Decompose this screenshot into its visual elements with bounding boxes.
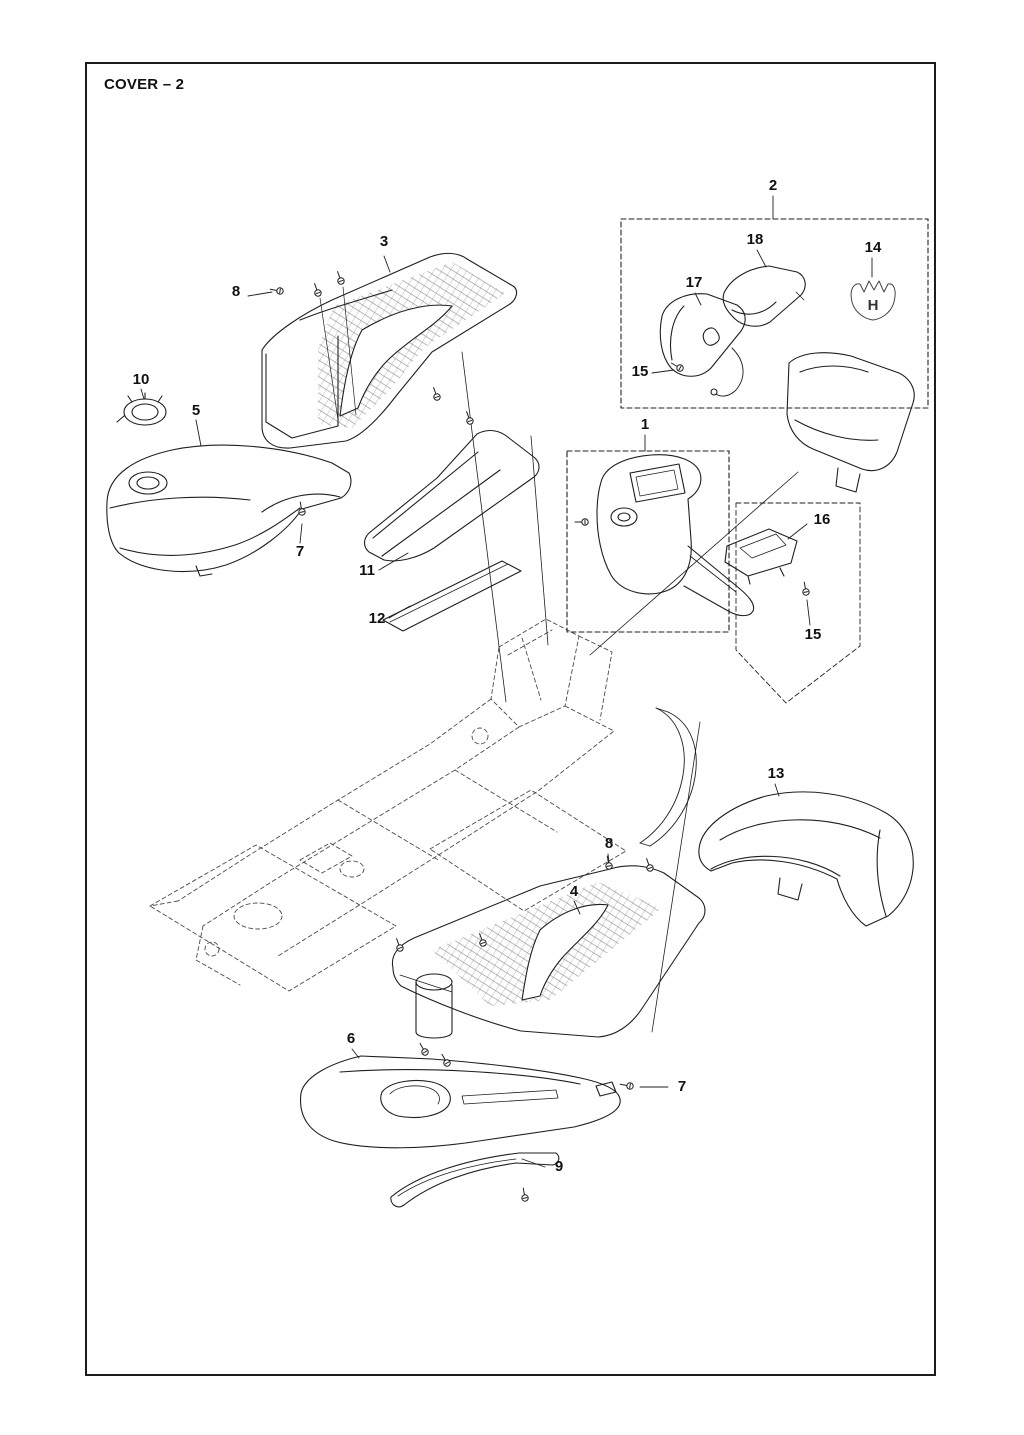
callout-7-bottom: 7 <box>678 1078 686 1095</box>
part-9-bumper <box>390 1152 560 1208</box>
page-border-frame <box>85 62 936 1376</box>
page-title: COVER – 2 <box>104 76 185 93</box>
part-11-panel <box>363 429 540 562</box>
callout-13: 13 <box>768 765 785 782</box>
chassis-wireframe <box>149 618 627 992</box>
callout-9: 9 <box>555 1158 563 1175</box>
callout-11: 11 <box>359 562 375 579</box>
group-2-dashed-box <box>620 218 929 409</box>
group-1-dashed-box <box>566 450 730 633</box>
part-3-floor-panel <box>261 252 518 449</box>
part-2-side-panel <box>786 352 915 493</box>
screw-icon <box>463 410 475 426</box>
callout-18: 18 <box>747 231 764 248</box>
bracket-channel <box>639 707 697 847</box>
part-16-panel <box>724 528 798 585</box>
screw-icon <box>269 285 285 296</box>
callout-12: 12 <box>369 610 386 627</box>
leader-lines <box>140 195 873 1168</box>
callout-7-left: 7 <box>296 543 304 560</box>
part-12-trim-strip <box>382 560 522 632</box>
part-17-console <box>659 293 746 397</box>
screw-icon <box>619 1080 635 1091</box>
part-1-console <box>596 454 755 617</box>
callout-8-bottom: 8 <box>605 835 613 852</box>
screw-icon <box>519 1187 530 1203</box>
callout-10: 10 <box>133 371 150 388</box>
callout-6: 6 <box>347 1030 355 1047</box>
screw-icon <box>416 1041 430 1057</box>
callout-3: 3 <box>380 233 388 250</box>
part-14-brand-logo <box>850 280 896 321</box>
callout-labels: 3 8 10 5 7 11 12 2 18 17 15 14 1 16 15 1… <box>133 177 882 1175</box>
callout-17: 17 <box>686 274 703 291</box>
callout-15-box: 15 <box>632 363 649 380</box>
screw-icon <box>800 581 811 597</box>
assembly-pointer-lines <box>461 351 799 1033</box>
brand-logo-letter: H <box>868 297 879 314</box>
screw-icon <box>311 282 323 298</box>
screw-icon <box>430 386 442 402</box>
callout-1: 1 <box>641 416 649 433</box>
part-13-rear-cover <box>698 791 914 927</box>
screw-icon <box>574 518 589 526</box>
callout-2: 2 <box>769 177 777 194</box>
part-18-cover <box>722 265 806 327</box>
part-5-fender-left <box>106 444 352 577</box>
screw-icon <box>643 857 655 873</box>
callout-15-right: 15 <box>805 626 822 643</box>
part-6-body-cover <box>299 1055 621 1149</box>
part-10-cap <box>116 392 167 426</box>
assembly-2-dashed-boundary <box>735 502 861 704</box>
callout-4: 4 <box>570 883 579 900</box>
callout-5: 5 <box>192 402 200 419</box>
callout-14: 14 <box>865 239 882 256</box>
part-4-floor-panel <box>391 865 706 1039</box>
callout-8-top: 8 <box>232 283 240 300</box>
screw-icon <box>334 270 346 286</box>
callout-16: 16 <box>814 511 831 528</box>
